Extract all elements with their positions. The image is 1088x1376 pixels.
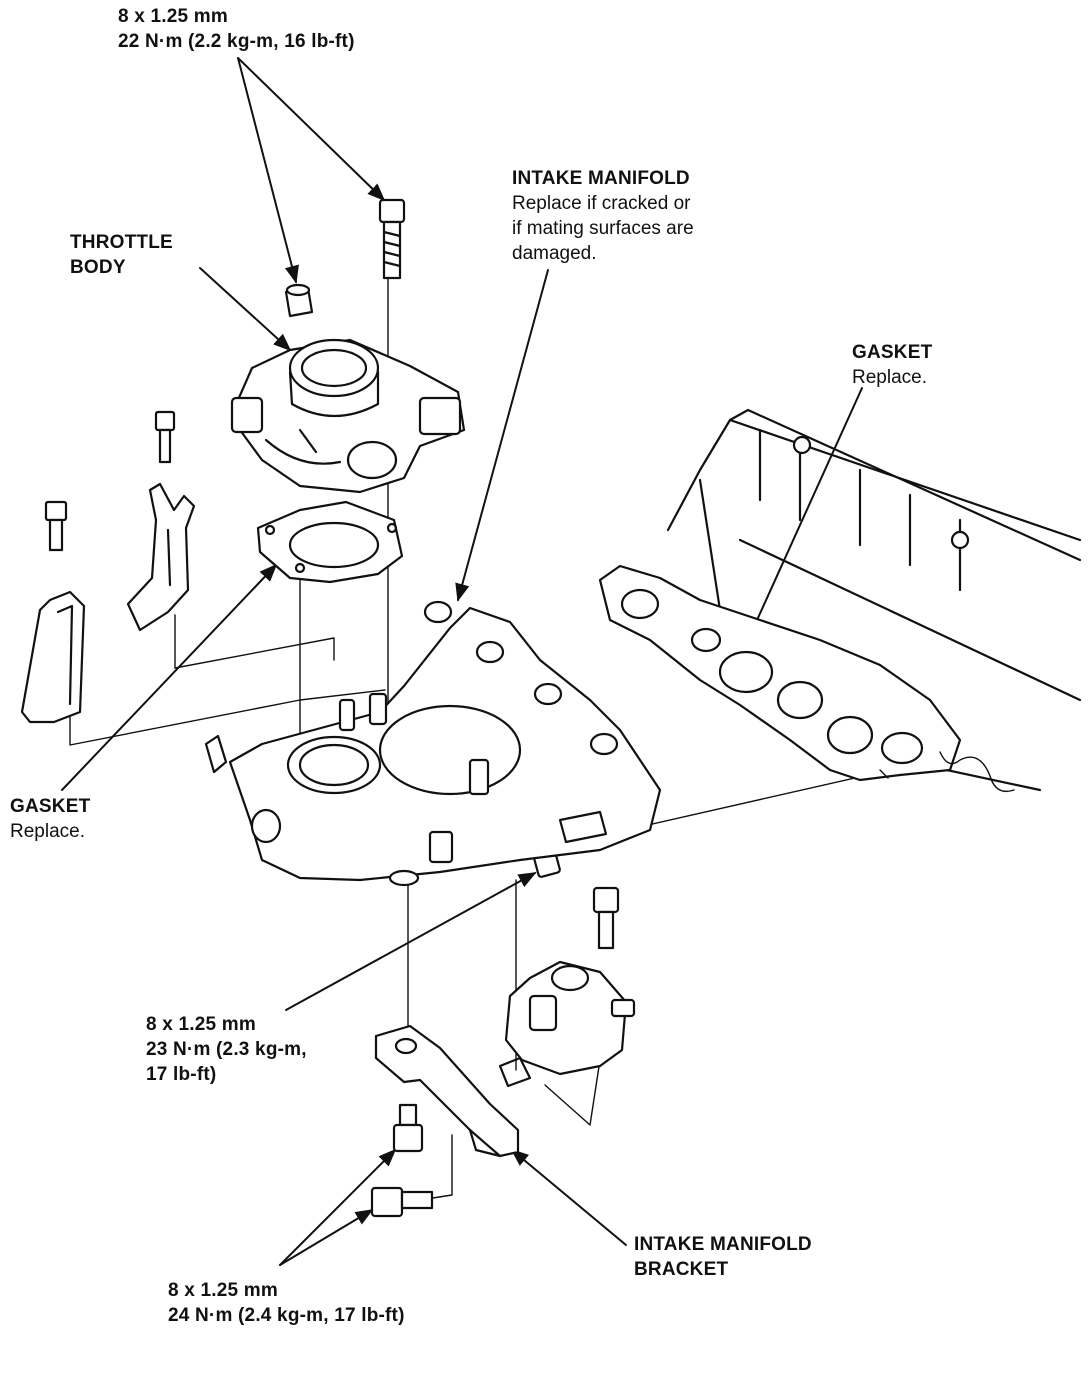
leader-gasket-left [61,563,278,791]
callout-throttle-body: THROTTLE BODY [70,230,173,280]
callout-top-bolt: 8 x 1.25 mm 22 N·m (2.2 kg-m, 16 lb-ft) [118,4,355,54]
callout-intake-manifold: INTAKE MANIFOLD Replace if cracked or if… [512,166,694,266]
throttle-cable-bracket [126,482,196,632]
leader-intake-manifold [455,269,549,602]
bottom-bolt-torque: 24 N·m (2.4 kg-m, 17 lb-ft) [168,1305,405,1326]
throttle-body-line2: BODY [70,257,126,278]
callout-mid-bolt: 8 x 1.25 mm 23 N·m (2.3 kg-m, 17 lb-ft) [146,1012,307,1087]
callout-bracket: INTAKE MANIFOLD BRACKET [634,1232,812,1282]
intake-manifold-bracket [374,1024,520,1158]
leader-bracket [510,1148,627,1246]
mid-bolt-torque1: 23 N·m (2.3 kg-m, [146,1039,307,1060]
bracket-line1: INTAKE MANIFOLD [634,1234,812,1255]
intake-manifold-line3: damaged. [512,243,597,264]
callout-gasket-right: GASKET Replace. [852,340,932,390]
leader-bottom-bolt-b [279,1209,374,1266]
throttle-body-gasket [256,500,404,584]
sensor-wire [879,751,1015,793]
valve-bolt [592,886,620,950]
idle-air-valve [498,960,636,1088]
leader-lines [61,57,863,1266]
top-bolt-spec: 8 x 1.25 mm [118,6,228,27]
cover-plate [20,590,86,724]
bracket-bolt-lower [370,1186,434,1218]
leader-top-bolt-to-bolt [237,57,386,202]
intake-manifold-line1: Replace if cracked or [512,193,691,214]
leader-top-bolt-to-nut [237,57,299,284]
small-bolt-left-upper [154,410,176,464]
bracket-bolt-upper [392,1103,424,1153]
leader-mid-bolt [285,872,537,1011]
top-bolt-torque: 22 N·m (2.2 kg-m, 16 lb-ft) [118,31,355,52]
gasket-right-note: Replace. [852,367,927,388]
callout-bottom-bolt: 8 x 1.25 mm 24 N·m (2.4 kg-m, 17 lb-ft) [168,1278,405,1328]
throttle-body [230,338,466,494]
bracket-line2: BRACKET [634,1259,729,1280]
bottom-bolt-spec: 8 x 1.25 mm [168,1280,278,1301]
intake-manifold-title: INTAKE MANIFOLD [512,168,690,189]
mid-bolt-spec: 8 x 1.25 mm [146,1014,256,1035]
gasket-right-title: GASKET [852,342,933,363]
callout-gasket-left: GASKET Replace. [10,794,90,844]
leader-bottom-bolt-a [279,1148,397,1266]
throttle-body-line1: THROTTLE [70,232,173,253]
mid-bolt-torque2: 17 lb-ft) [146,1064,217,1085]
leader-throttle-body [199,267,292,352]
intake-manifold-gasket [598,564,962,782]
leader-gasket-right [747,387,863,642]
gasket-left-title: GASKET [10,796,91,817]
small-bolt-left-lower [44,500,68,552]
top-bolt [378,198,406,280]
gasket-left-note: Replace. [10,821,85,842]
intake-manifold-line2: if mating surfaces are [512,218,694,239]
top-nut [284,283,314,318]
intake-manifold [204,600,662,887]
